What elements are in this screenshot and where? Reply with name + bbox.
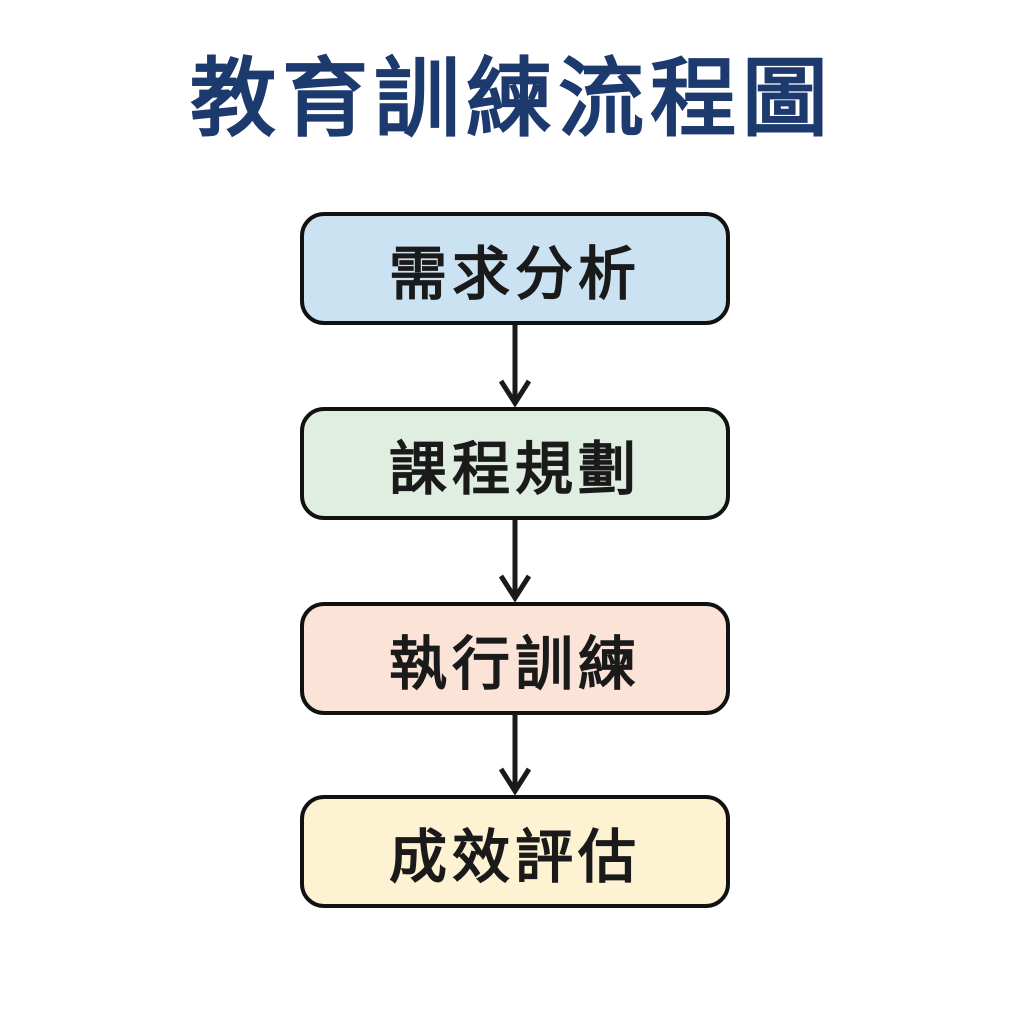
flow-step-label: 執行訓練 [388,631,641,697]
down-arrow-icon [493,520,537,602]
flow-step-course-planning: 課程規劃 [300,407,730,520]
flow-step-effect-evaluation: 成效評估 [300,795,730,908]
down-arrow-icon [493,713,537,795]
page-title: 教育訓練流程圖 [190,51,834,147]
flow-step-needs-analysis: 需求分析 [300,212,730,325]
flow-step-label: 需求分析 [388,241,641,307]
flow-step-training-execution: 執行訓練 [300,602,730,715]
flow-step-label: 課程規劃 [388,436,641,502]
flow-step-label: 成效評估 [388,824,641,890]
down-arrow-icon [493,325,537,407]
